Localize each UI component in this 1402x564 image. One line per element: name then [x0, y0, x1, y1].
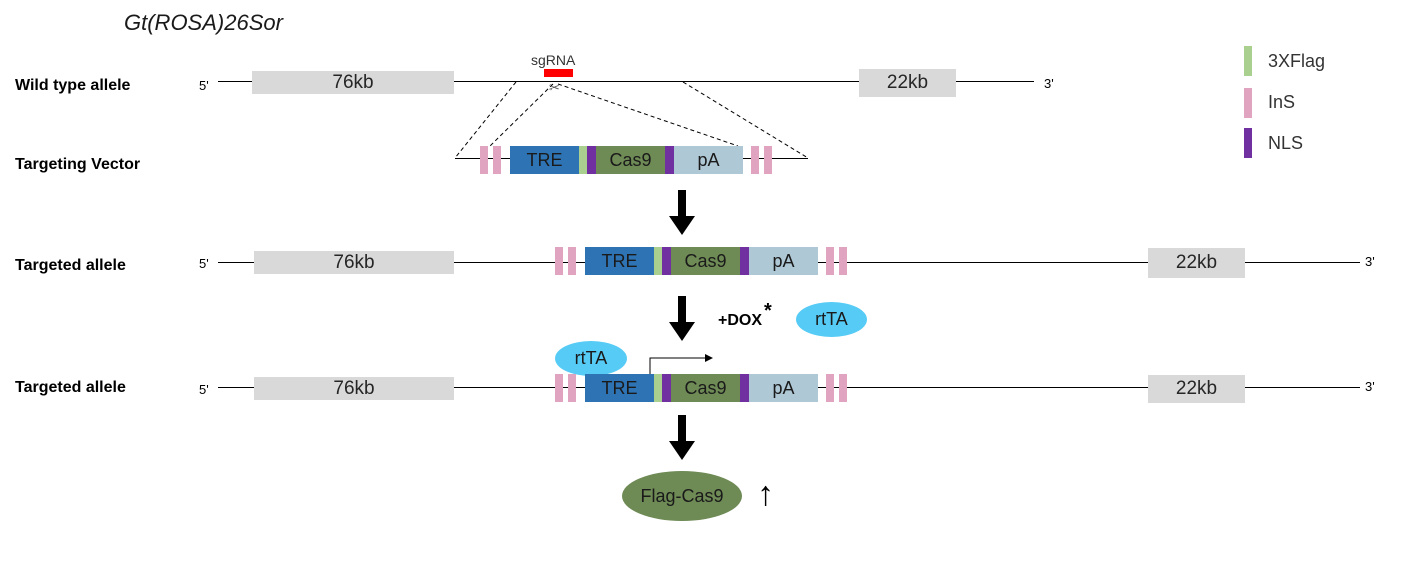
dashed-line-right-inner — [557, 83, 739, 147]
tre-element: TRE — [510, 146, 579, 174]
ins-insulator-block — [839, 247, 847, 275]
ins-insulator-block — [839, 374, 847, 402]
nls-block — [740, 374, 749, 402]
ins-insulator-block — [480, 146, 488, 174]
ins-insulator-block — [826, 247, 834, 275]
dashed-line-right-outer — [682, 81, 809, 159]
homology-22kb-box: 22kb — [859, 69, 956, 97]
sgrna-label: sgRNA — [531, 52, 576, 68]
cas9-element: Cas9 — [596, 146, 665, 174]
cas9-element: Cas9 — [671, 374, 740, 402]
ins-insulator-block — [555, 247, 563, 275]
homology-76kb-box: 76kb — [252, 71, 454, 94]
flag-tag-block — [654, 374, 662, 402]
legend-swatch-ins — [1244, 88, 1252, 118]
dashed-line-left-outer — [454, 81, 517, 159]
dashed-line-left-inner — [489, 83, 554, 147]
row-label-wild-type: Wild type allele — [15, 77, 131, 94]
dox-label: +DOX* — [718, 300, 772, 331]
rtta-activator-bound: rtTA — [555, 341, 627, 376]
legend-label-3xflag: 3XFlag — [1268, 51, 1326, 71]
legend-label-ins: InS — [1268, 92, 1296, 112]
legend-swatch-3xflag — [1244, 46, 1252, 76]
rtta-activator: rtTA — [796, 302, 867, 337]
five-prime-label: 5' — [199, 382, 209, 397]
homology-76kb-box: 76kb — [254, 251, 454, 274]
five-prime-label: 5' — [199, 256, 209, 271]
row-label-targeting-vector: Targeting Vector — [15, 156, 141, 173]
flag-tag-block — [579, 146, 587, 174]
pa-element: pA — [749, 374, 818, 402]
sgrna-bar — [544, 69, 573, 77]
nls-block — [662, 247, 671, 275]
dox-asterisk: * — [764, 300, 772, 322]
flag-tag-block — [654, 247, 662, 275]
nls-block — [740, 247, 749, 275]
scissors-icon: ✂ — [549, 80, 560, 95]
homology-76kb-box: 76kb — [254, 377, 454, 400]
ins-insulator-block — [764, 146, 772, 174]
row-label-targeted-allele: Targeted allele — [15, 257, 126, 274]
ins-insulator-block — [826, 374, 834, 402]
transcription-start-arrow-icon — [649, 354, 713, 377]
pa-element: pA — [749, 247, 818, 275]
five-prime-label: 5' — [199, 78, 209, 93]
three-prime-label: 3' — [1365, 379, 1375, 394]
nls-block — [662, 374, 671, 402]
homology-22kb-box: 22kb — [1148, 375, 1245, 403]
ins-insulator-block — [493, 146, 501, 174]
three-prime-label: 3' — [1365, 254, 1375, 269]
pa-element: pA — [674, 146, 743, 174]
wild-type-backbone-line — [218, 81, 1034, 82]
tre-element: TRE — [585, 374, 654, 402]
up-arrow-icon: ↑ — [757, 475, 774, 513]
dox-text: +DOX — [718, 312, 763, 329]
three-prime-label: 3' — [1044, 76, 1054, 91]
tre-element: TRE — [585, 247, 654, 275]
ins-insulator-block — [555, 374, 563, 402]
row-label-targeted-allele: Targeted allele — [15, 379, 126, 396]
nls-block — [587, 146, 596, 174]
ins-insulator-block — [568, 374, 576, 402]
ins-insulator-block — [568, 247, 576, 275]
nls-block — [665, 146, 674, 174]
cas9-element: Cas9 — [671, 247, 740, 275]
diagram-title: Gt(ROSA)26Sor — [124, 10, 283, 35]
ins-insulator-block — [751, 146, 759, 174]
homology-22kb-box: 22kb — [1148, 248, 1245, 278]
down-arrow-icon — [669, 296, 695, 341]
legend-swatch-nls — [1244, 128, 1252, 158]
down-arrow-icon — [669, 415, 695, 460]
flag-cas9-protein: Flag-Cas9 — [622, 471, 742, 521]
legend-label-nls: NLS — [1268, 133, 1304, 153]
down-arrow-icon — [669, 190, 695, 235]
